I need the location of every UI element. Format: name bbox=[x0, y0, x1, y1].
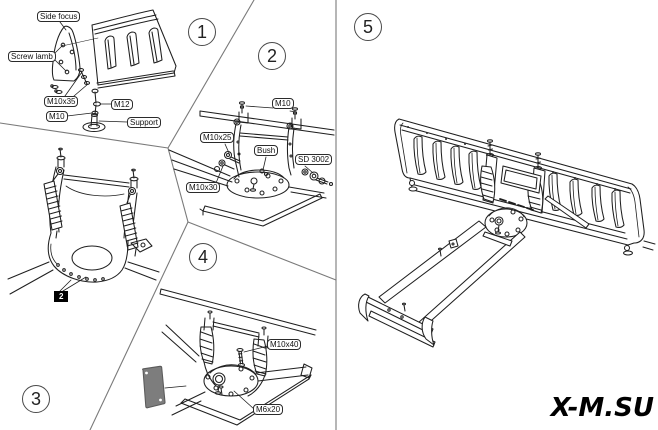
label-screw-lamb: Screw lamb bbox=[8, 51, 56, 62]
label-m10x25: M10x25 bbox=[200, 132, 235, 143]
frame-tubes bbox=[168, 149, 327, 227]
blade-segment bbox=[91, 9, 177, 89]
fastener-hardware bbox=[50, 67, 102, 116]
watermark-text: X-M.SU bbox=[550, 393, 654, 423]
label-m10x30: M10x30 bbox=[186, 182, 221, 193]
panel-2-number-text: 2 bbox=[266, 45, 277, 66]
panel-dividers bbox=[0, 0, 337, 430]
fastener-bolts bbox=[218, 347, 246, 396]
label-m10-panel2: M10 bbox=[272, 98, 294, 109]
panel-3-number: 3 bbox=[22, 385, 50, 413]
panel-5-number: 5 bbox=[354, 13, 382, 41]
cover-plate bbox=[142, 365, 187, 409]
frame-tubes bbox=[161, 324, 313, 426]
label-support: Support bbox=[127, 117, 162, 128]
spring-bracket bbox=[199, 310, 269, 397]
part-marker-2: 2 bbox=[54, 291, 69, 302]
panel-4-pointer-lines bbox=[233, 345, 269, 410]
label-sd3002: SD 3002 bbox=[295, 154, 333, 165]
panel-1-illustration bbox=[50, 9, 177, 133]
panel-4-number: 4 bbox=[189, 243, 217, 271]
center-mount bbox=[480, 139, 590, 238]
label-m10-panel1: M10 bbox=[46, 111, 68, 122]
mounting-bracket bbox=[226, 118, 295, 199]
panel-1-number-text: 1 bbox=[196, 21, 207, 42]
panel-4-illustration bbox=[142, 288, 317, 426]
panel-1-number: 1 bbox=[188, 18, 216, 46]
bolt-hardware bbox=[213, 150, 334, 187]
blade-rail bbox=[159, 288, 317, 336]
support-foot bbox=[82, 104, 106, 133]
panel-2-number: 2 bbox=[258, 42, 286, 70]
label-m10x35: M10x35 bbox=[44, 96, 79, 107]
label-m6x20: M6x20 bbox=[253, 404, 284, 415]
panel-3-number-text: 3 bbox=[30, 388, 41, 409]
label-m10x40: M10x40 bbox=[267, 339, 302, 350]
panel-2-pointer-lines bbox=[215, 105, 314, 184]
coil-springs bbox=[43, 173, 139, 257]
label-side-focus: Side focus bbox=[37, 11, 81, 22]
panel-3-illustration bbox=[7, 147, 160, 295]
base-plate bbox=[7, 232, 160, 295]
side-marker-plate bbox=[51, 25, 99, 82]
push-frame bbox=[358, 220, 526, 348]
label-bush: Bush bbox=[254, 145, 279, 156]
panel-5-illustration bbox=[358, 118, 656, 348]
label-m12: M12 bbox=[111, 99, 133, 110]
panel-5-number-text: 5 bbox=[362, 16, 373, 37]
blade-rail bbox=[199, 101, 335, 136]
panel-3-pointer-lines bbox=[59, 276, 87, 292]
panel-4-number-text: 4 bbox=[197, 246, 208, 267]
panel-2-illustration bbox=[168, 101, 335, 227]
